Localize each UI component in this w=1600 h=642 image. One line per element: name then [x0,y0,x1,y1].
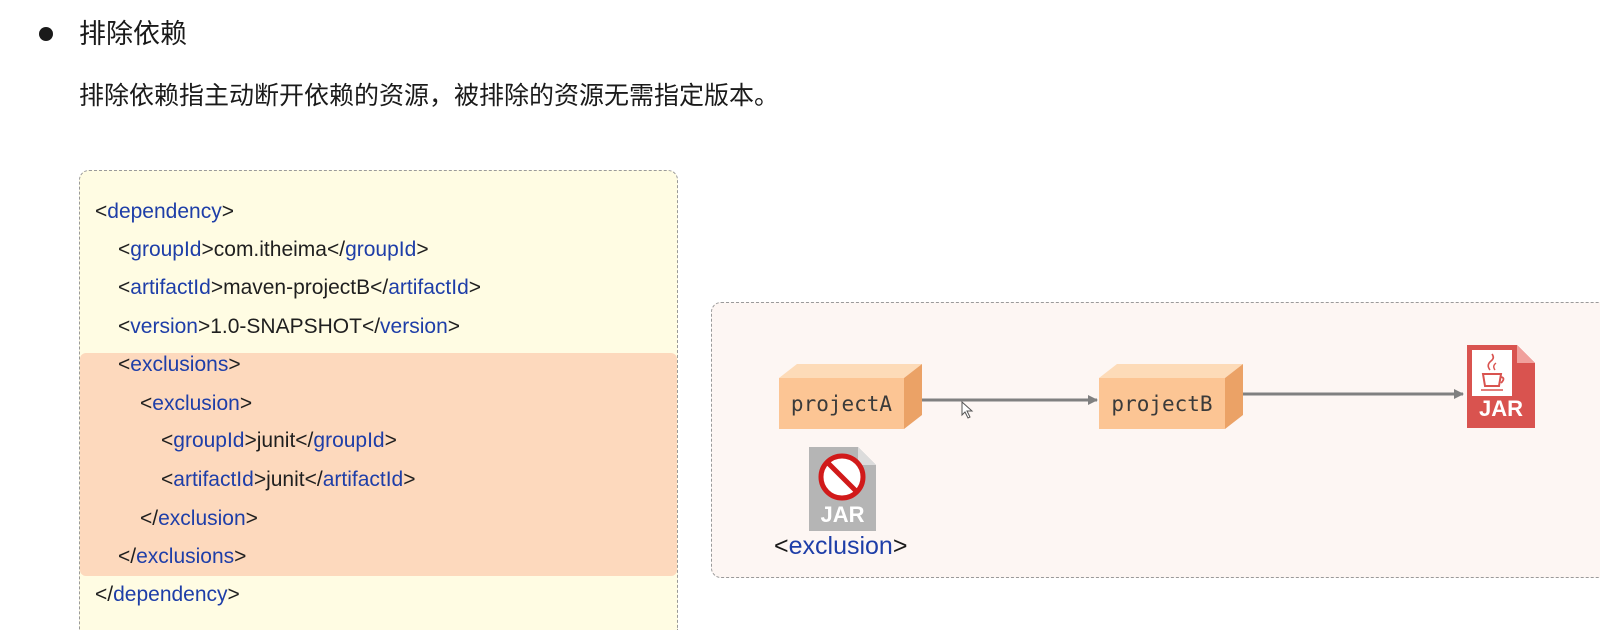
exclusion-tag-label: <exclusion> [774,532,908,560]
exclusions-highlight [80,353,677,576]
jar-icon-label: JAR [1478,396,1523,421]
code-line-groupid: <groupId>com.itheima</groupId> [118,238,429,261]
jar-file-icon [1467,345,1535,428]
project-a-box [779,364,922,429]
bullet-point [39,27,53,41]
code-line-dependency-open: <dependency> [95,200,234,223]
code-line-exclusion-open: <exclusion> [140,392,253,415]
project-b-box [1099,364,1243,429]
section-title: 排除依赖 [79,19,187,49]
code-line-excluded-artifactid: <artifactId>junit</artifactId> [161,468,416,491]
prohibited-icon [818,453,866,501]
code-line-exclusion-close: </exclusion> [140,507,258,530]
project-b-label: projectB [1111,392,1213,416]
dependency-diagram [711,302,1600,578]
code-line-excluded-groupid: <groupId>junit</groupId> [161,429,397,452]
code-line-artifactid: <artifactId>maven-projectB</artifactId> [118,276,482,299]
excluded-jar-icon-label: JAR [820,502,865,527]
section-description: 排除依赖指主动断开依赖的资源，被排除的资源无需指定版本。 [79,82,780,110]
code-line-exclusions-open: <exclusions> [118,353,241,376]
code-line-version: <version>1.0-SNAPSHOT</version> [118,315,461,338]
code-line-dependency-close: </dependency> [95,583,240,606]
mouse-cursor-icon [961,400,974,419]
project-a-label: projectA [790,392,893,416]
code-line-exclusions-close: </exclusions> [118,545,247,568]
